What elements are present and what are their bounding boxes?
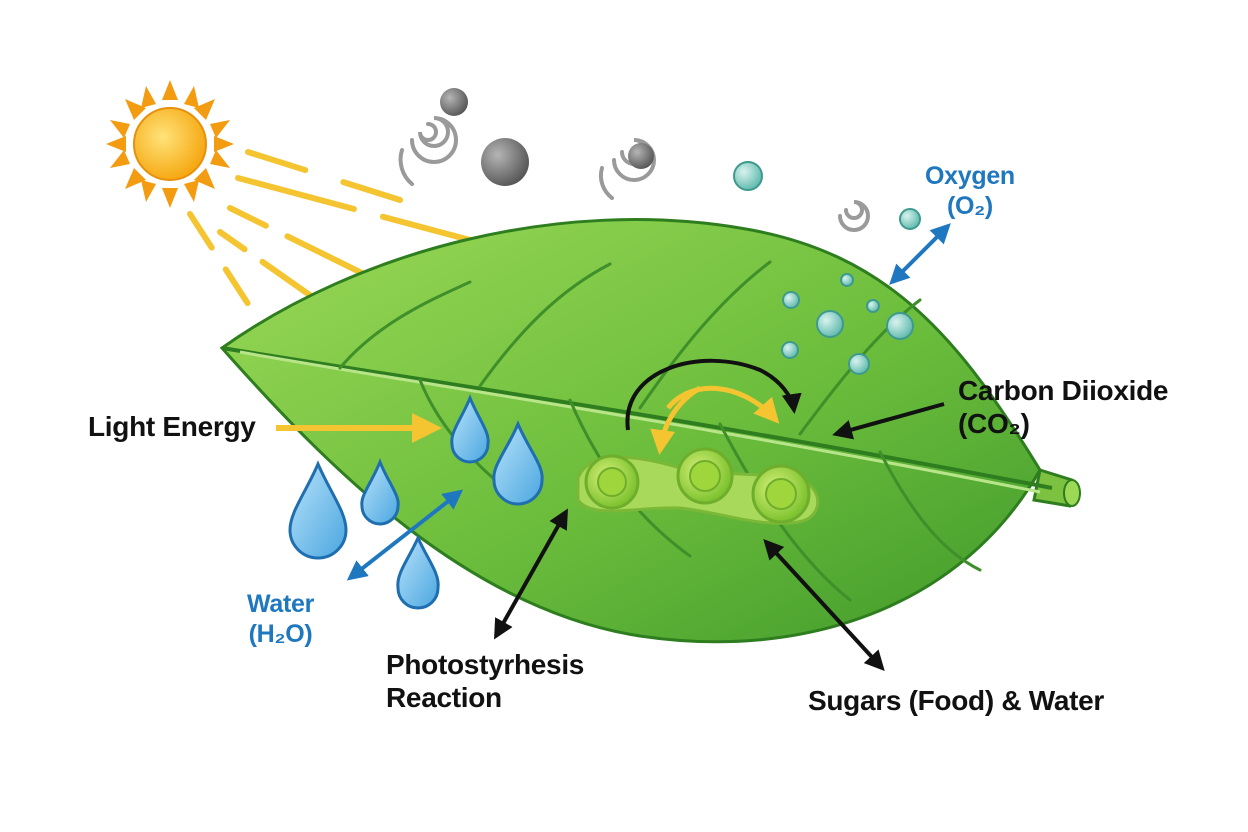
carbon-dioxide-formula: (CO₂) bbox=[958, 408, 1030, 440]
cycle-arrow-black bbox=[625, 358, 802, 431]
carbon-dioxide-label: Carbon Diioxide (CO₂) bbox=[958, 374, 1169, 440]
cycle-arrow-yellow-right bbox=[666, 385, 780, 424]
water-formula: (H₂O) bbox=[248, 619, 313, 648]
sugars-arrow bbox=[763, 539, 885, 671]
water-text: Water bbox=[247, 590, 315, 618]
light-energy-text: Light Energy bbox=[88, 411, 256, 442]
photosynthesis-label: Photostyrhesis Reaction bbox=[386, 648, 584, 714]
co2-arrow bbox=[832, 402, 945, 440]
oxygen-label: Oxygen (O₂) bbox=[925, 162, 1015, 221]
chloroplast-icon bbox=[576, 447, 820, 525]
carbon-dioxide-text: Carbon Diioxide bbox=[958, 375, 1169, 406]
oxygen-arrow bbox=[889, 223, 951, 285]
oxygen-text: Oxygen bbox=[925, 162, 1015, 190]
oxygen-formula: (O₂) bbox=[946, 191, 993, 220]
oxygen-bubble-icon bbox=[733, 161, 921, 375]
sun-icon bbox=[106, 80, 234, 208]
photosynthesis-text: Photostyrhesis bbox=[386, 649, 585, 680]
light-energy-label: Light Energy bbox=[88, 410, 256, 443]
water-arrow bbox=[346, 489, 464, 581]
sugars-label: Sugars (Food) & Water bbox=[808, 684, 1104, 717]
cycle-arrow-yellow-left bbox=[650, 385, 702, 455]
photosynthesis-arrow bbox=[494, 508, 568, 640]
water-label: Water (H₂O) bbox=[247, 590, 314, 649]
sugars-text: Sugars (Food) & Water bbox=[808, 685, 1104, 716]
reaction-text: Reaction bbox=[386, 682, 502, 714]
